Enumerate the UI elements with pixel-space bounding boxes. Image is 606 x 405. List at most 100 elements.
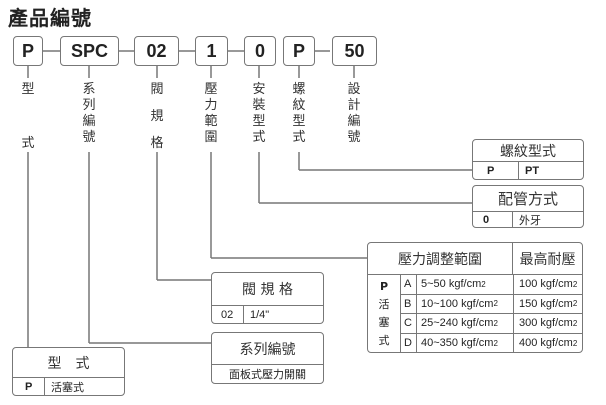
piping-code: 0	[473, 212, 513, 227]
label-char: 型	[21, 82, 35, 97]
sup: 2	[493, 338, 498, 348]
thread-type-table: 螺紋型式 P PT	[472, 139, 584, 180]
max-text: 100 kgf/cm	[519, 278, 573, 291]
table-row: P PT	[473, 162, 583, 179]
range-code: B	[401, 294, 417, 313]
code-thread-type: P	[292, 40, 305, 61]
label-thread-type: 螺 紋 型 式	[291, 82, 307, 146]
code-box-thread-type: P	[283, 36, 315, 66]
range-code: A	[401, 275, 417, 294]
label-char: 型	[252, 114, 266, 129]
label-char: 號	[347, 130, 361, 145]
label-char: 型	[292, 114, 306, 129]
label-char: 安	[252, 82, 266, 97]
label-char: 紋	[292, 98, 306, 113]
valve-size-code: 02	[212, 306, 244, 323]
series-value: 面板式壓力開關	[229, 368, 306, 381]
label-char: 計	[347, 98, 361, 113]
sup: 2	[572, 338, 578, 348]
max-text: 400 kgf/cm	[519, 337, 573, 350]
label-char: 式	[21, 136, 35, 151]
valve-size-header: 閥 規 格	[212, 273, 323, 306]
piping-value: 外牙	[519, 215, 541, 227]
max-pressure-header: 最高耐壓	[519, 251, 576, 268]
label-char: 號	[82, 130, 96, 145]
sup: 2	[493, 318, 498, 328]
thread-value: PT	[525, 164, 540, 177]
group-char: 式	[378, 334, 390, 347]
group-char: 活	[378, 298, 390, 311]
type-table: 型 式 P 活塞式	[12, 347, 125, 396]
code-pressure-range: 1	[206, 40, 217, 61]
label-mounting-type: 安 裝 型 式	[251, 82, 267, 146]
type-header: 型 式	[13, 348, 124, 378]
label-valve-size: 閥 規 格	[149, 82, 165, 152]
code-box-design-number: 50	[332, 36, 377, 66]
sup: 2	[481, 279, 486, 289]
type-value: 活塞式	[51, 381, 84, 394]
table-row: 0 外牙	[473, 212, 583, 227]
code-series: SPC	[70, 40, 108, 61]
range-text: 10~100 kgf/cm	[421, 297, 494, 310]
label-char: 格	[150, 136, 164, 151]
label-char: 範	[204, 114, 218, 129]
label-char: 編	[82, 114, 96, 129]
max-text: 150 kgf/cm	[519, 297, 573, 310]
label-char: 螺	[292, 82, 306, 97]
table-row: P 活塞式	[13, 378, 124, 395]
table-row: 02 1/4"	[212, 306, 323, 323]
range-text: 25~240 kgf/cm	[421, 317, 494, 330]
type-code: P	[13, 378, 45, 395]
piping-table: 配管方式 0 外牙	[472, 185, 584, 228]
label-design-number: 設 計 編 號	[346, 82, 362, 146]
label-type: 型 式	[20, 82, 36, 152]
label-char: 式	[252, 130, 266, 145]
sup: 2	[572, 318, 578, 328]
piston-type-group: P 活 塞 式	[368, 275, 401, 352]
label-char: 列	[82, 98, 96, 113]
range-code: C	[401, 314, 417, 333]
code-box-valve-size: 02	[134, 36, 179, 66]
range-text: 5~50 kgf/cm	[421, 278, 482, 291]
code-box-pressure-range: 1	[195, 36, 228, 66]
sup: 2	[572, 299, 578, 309]
code-design-number: 50	[344, 40, 365, 61]
valve-size-value: 1/4"	[250, 308, 270, 321]
label-char: 系	[82, 82, 96, 97]
code-type: P	[21, 40, 34, 61]
label-char: 閥	[150, 82, 164, 97]
piping-header: 配管方式	[473, 186, 583, 212]
label-char: 圍	[204, 130, 218, 145]
group-code: P	[379, 280, 389, 293]
sup: 2	[493, 299, 498, 309]
pressure-header-row: 壓力調整範圍 最高耐壓	[368, 243, 582, 275]
page-title: 產品編號	[8, 6, 92, 30]
label-char: 式	[292, 130, 306, 145]
code-valve-size: 02	[146, 40, 167, 61]
max-text: 300 kgf/cm	[519, 317, 573, 330]
sup: 2	[572, 279, 578, 289]
range-text: 40~350 kgf/cm	[421, 337, 494, 350]
valve-size-table: 閥 規 格 02 1/4"	[211, 272, 324, 324]
label-char: 規	[150, 109, 164, 124]
pressure-range-header: 壓力調整範圍	[368, 243, 513, 274]
code-mounting-type: 0	[254, 40, 265, 61]
label-char: 裝	[252, 98, 266, 113]
group-char: 塞	[378, 316, 390, 329]
series-table: 系列編號 面板式壓力開關	[211, 332, 324, 384]
label-char: 壓	[204, 82, 218, 97]
